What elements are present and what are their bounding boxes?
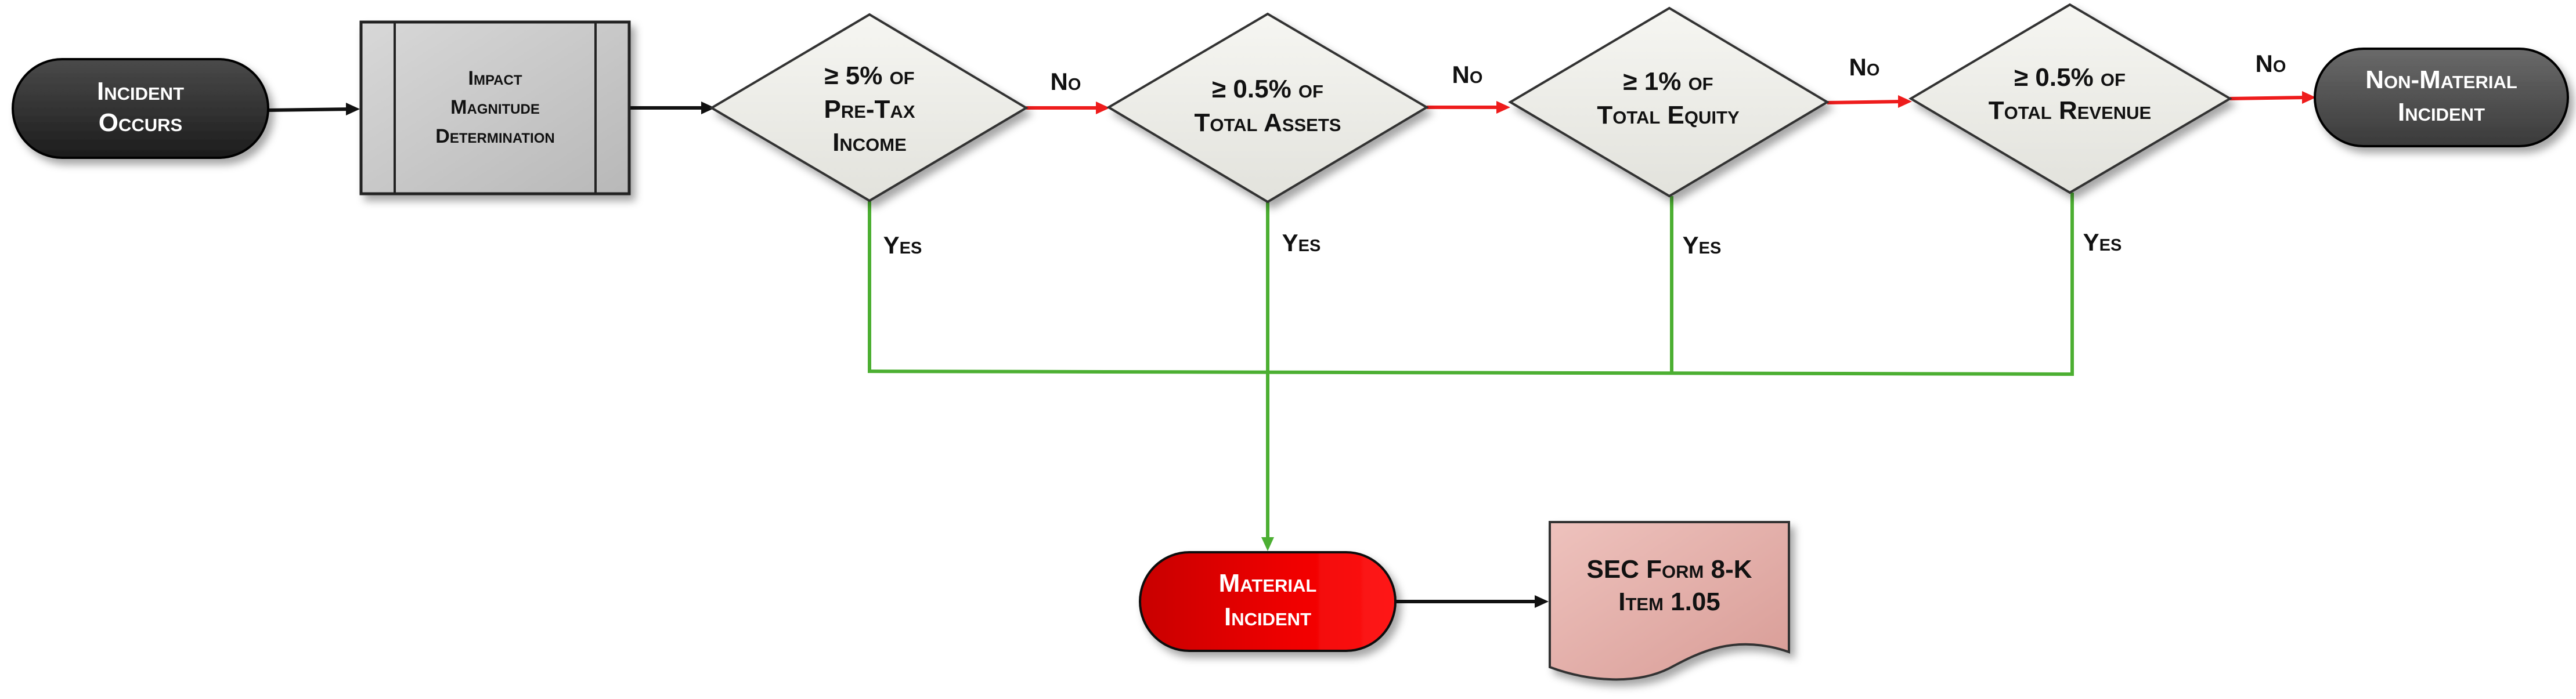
decision-total-revenue-line2: Total Revenue [1989, 96, 2151, 125]
arrow-process-to-decision1 [629, 102, 715, 114]
non-material-terminal: Non-Material Incident [2314, 48, 2569, 147]
triangle-arrowhead-icon [1096, 102, 1110, 114]
process-box: Impact Magnitude Determination [359, 20, 631, 195]
triangle-arrowhead-icon [1535, 595, 1549, 608]
edge-label-no-1: No [1051, 68, 1081, 95]
triangle-arrowhead-icon [701, 102, 715, 114]
arrow-start-to-process [268, 103, 360, 115]
triangle-arrowhead-icon [1261, 537, 1274, 551]
decision-pre-tax-income-line1: ≥ 5% of [824, 61, 914, 90]
arrow-no-4 [2229, 91, 2316, 104]
decision-total-equity-line1: ≥ 1% of [1623, 67, 1713, 96]
start-terminal-line2: Occurs [99, 108, 182, 137]
arrow-material-to-document [1395, 595, 1549, 608]
edge-label-yes-1: Yes [883, 231, 922, 259]
arrow-no-3 [1827, 95, 1912, 108]
document-sec-form: SEC Form 8-K Item 1.05 [1549, 521, 1790, 681]
document-sec-form-line1: SEC Form 8-K [1586, 555, 1752, 584]
decision-total-equity-line2: Total Equity [1597, 101, 1740, 129]
connectors [268, 91, 2316, 608]
triangle-arrowhead-icon [1496, 101, 1510, 114]
decision-total-assets-line1: ≥ 0.5% of [1212, 75, 1323, 103]
material-terminal: Material Incident [1139, 551, 1397, 652]
document-sec-form-line2: Item 1.05 [1618, 588, 1720, 616]
decision-pre-tax-income: ≥ 5% of Pre-Tax Income [709, 13, 1029, 202]
edge-label-yes-4: Yes [2083, 229, 2122, 256]
edge-label-no-4: No [2256, 50, 2286, 77]
arrow-no-1 [1026, 102, 1110, 114]
decision-total-equity: ≥ 1% of Total Equity [1508, 6, 1830, 198]
material-terminal-line1: Material [1219, 569, 1317, 597]
decision-pre-tax-income-line3: Income [832, 128, 907, 157]
yes-connector-tree [867, 193, 2074, 542]
edge-label-no-2: No [1452, 61, 1483, 88]
edge-label-yes-2: Yes [1282, 229, 1321, 256]
decision-total-assets-line2: Total Assets [1195, 108, 1341, 137]
process-box-line2: Magnitude [450, 96, 540, 118]
edge-labels: No No No No Yes Yes Yes Yes [883, 50, 2286, 259]
edge-label-no-3: No [1849, 53, 1880, 81]
process-box-line3: Determination [435, 125, 554, 147]
non-material-terminal-line2: Incident [2398, 98, 2485, 126]
non-material-terminal-line1: Non-Material [2365, 66, 2517, 94]
start-terminal: Incident Occurs [12, 58, 269, 159]
decision-pre-tax-income-line2: Pre-Tax [824, 95, 915, 124]
start-terminal-line1: Incident [97, 77, 184, 106]
decision-total-revenue-line1: ≥ 0.5% of [2014, 63, 2126, 92]
process-box-line1: Impact [468, 67, 522, 89]
material-terminal-line2: Incident [1224, 603, 1311, 631]
triangle-arrowhead-icon [346, 103, 360, 115]
decision-total-assets: ≥ 0.5% of Total Assets [1106, 12, 1429, 204]
triangle-arrowhead-icon [2302, 91, 2316, 104]
decision-total-revenue: ≥ 0.5% of Total Revenue [1908, 3, 2232, 194]
triangle-arrowhead-icon [1898, 95, 1912, 108]
edge-label-yes-3: Yes [1683, 231, 1722, 259]
arrow-no-2 [1427, 101, 1510, 114]
